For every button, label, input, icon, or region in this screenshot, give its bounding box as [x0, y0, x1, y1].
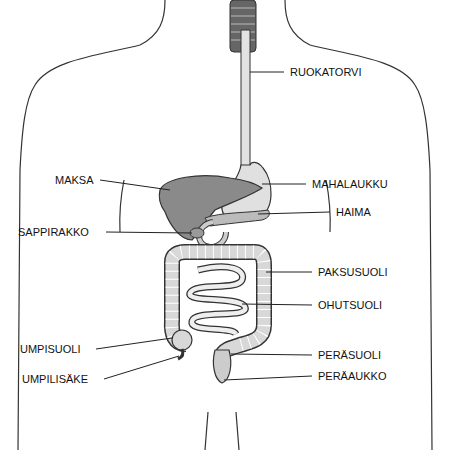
leader-line [250, 72, 284, 73]
part-label: UMPILISÄKE [22, 372, 88, 386]
part-label: PERÄAUKKO [318, 369, 386, 383]
body-left-contour [18, 0, 165, 450]
leader-line [231, 354, 312, 355]
cecum [172, 330, 192, 350]
part-label: HAIMA [336, 205, 371, 219]
part-label: MAHALAUKKU [312, 177, 388, 191]
leg-inner-left [205, 412, 208, 450]
leader-line [96, 338, 172, 349]
part-label: RUOKATORVI [290, 65, 362, 79]
small-intestine [190, 267, 246, 334]
leader-line [266, 272, 312, 273]
small-intestine-outline [190, 267, 246, 334]
leg-inner-right [236, 412, 239, 450]
part-label: PERÄSUOLI [318, 348, 381, 362]
part-label: PAKSUSUOLI [318, 265, 388, 279]
part-label: SAPPIRAKKO [18, 225, 89, 239]
leader-lines [96, 72, 330, 380]
leader-line [104, 356, 179, 379]
gallbladder [190, 228, 204, 238]
part-label: UMPISUOLI [20, 342, 81, 356]
body-outline [18, 0, 432, 450]
leader-line [106, 232, 192, 233]
leader-line [242, 304, 312, 305]
liver [159, 176, 262, 240]
esophagus [241, 30, 250, 168]
pancreas [205, 210, 269, 226]
leader-line [258, 212, 330, 214]
body-right-contour [285, 0, 432, 450]
appendix [178, 349, 183, 359]
leader-line [100, 180, 170, 190]
leader-line [262, 184, 306, 185]
rectum [213, 350, 230, 383]
leader-line [224, 376, 312, 380]
part-label: MAKSA [55, 173, 94, 187]
part-label: OHUTSUOLI [318, 298, 382, 312]
left-arm-inner [120, 180, 124, 232]
